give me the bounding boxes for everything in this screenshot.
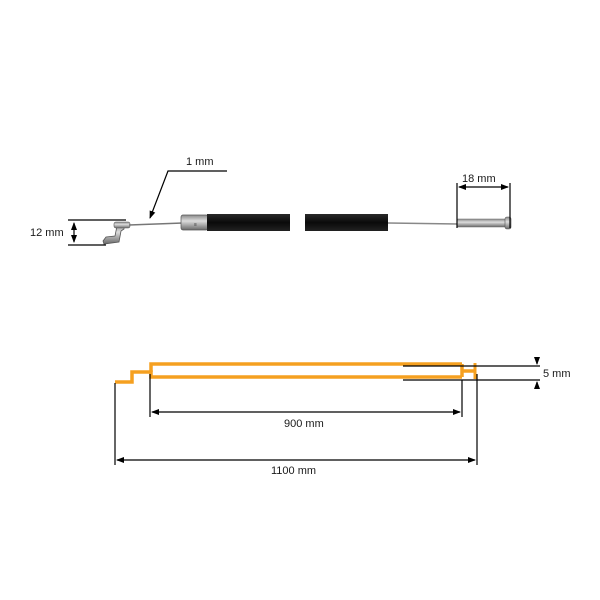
cable-photo: ≡ [102,214,512,245]
label-cable-height: 5 mm [543,368,571,380]
label-end-fitting-length: 18 mm [462,173,496,185]
outer-sheath-left [207,214,290,231]
svg-text:≡: ≡ [194,222,197,228]
dimension-bracket-height: 12 mm [30,219,126,246]
inner-wire-right [387,222,459,225]
z-bracket [102,221,131,245]
dimension-end-fitting: 18 mm [456,173,511,228]
inner-wire-left [128,222,184,226]
outer-sheath-right [305,214,388,231]
end-fitting [456,218,507,228]
dimension-total-length: 1100 mm [114,374,478,477]
dimension-sheath-length: 900 mm [149,374,463,430]
label-total-length: 1100 mm [271,465,316,477]
dimension-wire-diameter: 1 mm [149,156,227,219]
label-sheath-length: 900 mm [284,418,324,430]
label-bracket-height: 12 mm [30,227,64,239]
dimension-cable-height: 5 mm [403,357,571,389]
label-wire-diameter: 1 mm [186,156,214,168]
